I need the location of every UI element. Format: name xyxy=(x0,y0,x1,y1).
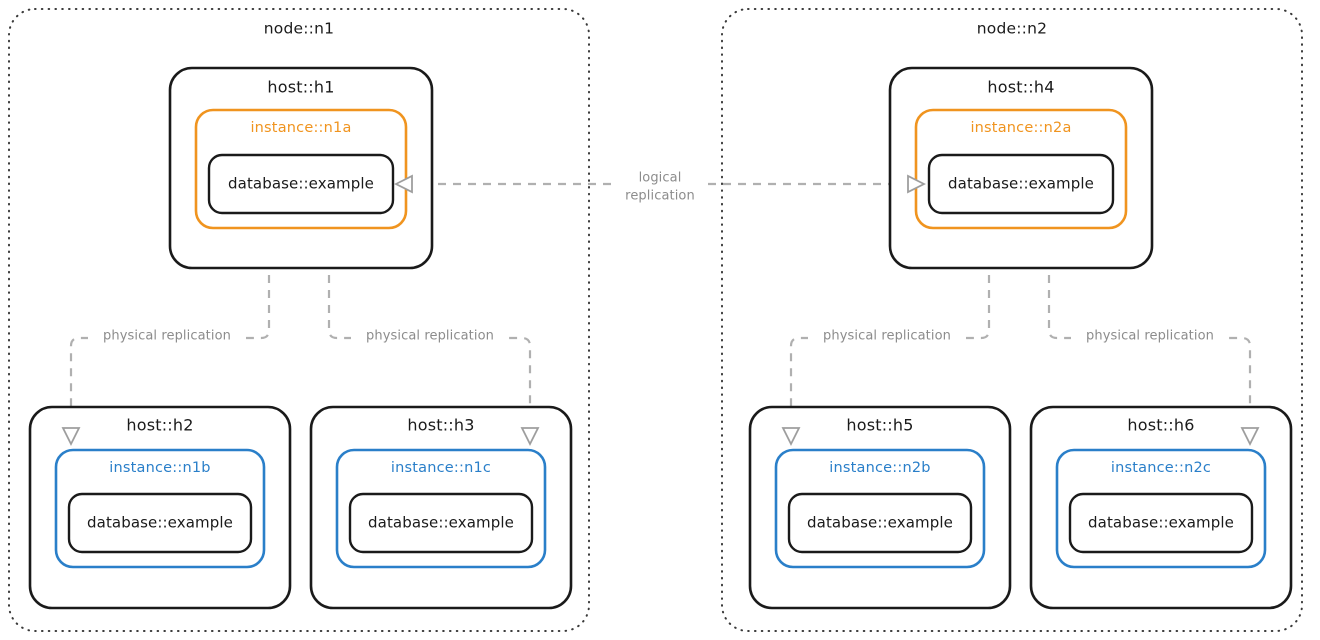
edge-physical-n1a-n1b-label: physical replication xyxy=(103,329,231,344)
edge-logical-label-line2: replication xyxy=(625,189,695,204)
arrowhead-into-h2 xyxy=(61,427,81,447)
edge-physical-n2a-n2b-label-bg xyxy=(808,327,966,344)
host-box-h4[interactable]: host::h4 instance::n2a database::example xyxy=(888,66,1154,270)
edge-physical-n1a-n1b-path xyxy=(69,245,271,432)
host-box-h6[interactable]: host::h6 instance::n2c database::example xyxy=(1029,405,1293,610)
database-n1c-frame[interactable] xyxy=(348,492,534,554)
database-n1c-label: database::example xyxy=(368,514,514,532)
instance-n1c-label: instance::n1c xyxy=(391,460,491,476)
edge-physical-n1a-n1c-label: physical replication xyxy=(366,329,494,344)
edge-physical-n1a-n1c-path xyxy=(327,245,532,432)
database-n2c-frame[interactable] xyxy=(1068,492,1254,554)
arrowhead-into-h3 xyxy=(520,427,540,447)
node-group-n1[interactable]: node::n1 xyxy=(8,8,590,632)
instance-n1b-label: instance::n1b xyxy=(109,460,210,476)
node-n2-label: node::n2 xyxy=(977,20,1047,38)
edge-physical-n2a-n2c-label-bg xyxy=(1071,327,1229,344)
edge-physical-n1a-n1b-label-bg xyxy=(88,327,246,344)
arrowhead-logical-into-n1a xyxy=(393,174,413,194)
database-n1b-frame[interactable] xyxy=(67,492,253,554)
arrowhead-logical-into-n2a xyxy=(907,174,927,194)
database-n1a-label: database::example xyxy=(228,175,374,193)
instance-n2b-label: instance::n2b xyxy=(829,460,930,476)
database-n1a-frame[interactable] xyxy=(207,153,395,215)
host-box-h2[interactable]: host::h2 instance::n1b database::example xyxy=(28,405,292,610)
instance-n1b-frame[interactable] xyxy=(54,448,266,569)
instance-n2b-frame[interactable] xyxy=(774,448,986,569)
host-h3-label: host::h3 xyxy=(407,416,474,435)
database-n2a-label: database::example xyxy=(948,175,1094,193)
database-n2b-frame[interactable] xyxy=(787,492,973,554)
host-box-h3[interactable]: host::h3 instance::n1c database::example xyxy=(309,405,573,610)
host-h6-label: host::h6 xyxy=(1127,416,1194,435)
instance-n1a-label: instance::n1a xyxy=(250,120,351,136)
host-h4-label: host::h4 xyxy=(987,78,1054,97)
host-h5-label: host::h5 xyxy=(846,416,913,435)
host-h1-label: host::h1 xyxy=(267,78,334,97)
database-n2b-label: database::example xyxy=(807,514,953,532)
node-group-n2[interactable]: node::n2 xyxy=(721,8,1303,632)
node-n2-frame xyxy=(721,8,1303,632)
instance-n2c-frame[interactable] xyxy=(1055,448,1267,569)
edge-logical-label-line1: logical xyxy=(639,171,682,186)
instance-n2a-label: instance::n2a xyxy=(970,120,1071,136)
instance-n2c-label: instance::n2c xyxy=(1111,460,1211,476)
host-box-h5[interactable]: host::h5 instance::n2b database::example xyxy=(748,405,1012,610)
edge-physical-n2a-n2b-label: physical replication xyxy=(823,329,951,344)
database-n2a-frame[interactable] xyxy=(927,153,1115,215)
arrowhead-into-h6 xyxy=(1240,427,1260,447)
edge-logical-label-bg xyxy=(614,166,706,202)
edge-physical-n2a-n2c-label: physical replication xyxy=(1086,329,1214,344)
host-box-h1[interactable]: host::h1 instance::n1a database::example xyxy=(168,66,434,270)
database-n2c-label: database::example xyxy=(1088,514,1234,532)
edge-logical-n1-n2[interactable]: logical replication xyxy=(393,166,927,204)
edge-physical-n2a-n2b-path xyxy=(789,245,991,432)
instance-n1a-frame[interactable] xyxy=(194,108,408,230)
arrowhead-into-h5 xyxy=(781,427,801,447)
instance-n1c-frame[interactable] xyxy=(335,448,547,569)
host-h2-label: host::h2 xyxy=(126,416,193,435)
edge-physical-n2a-n2c-path xyxy=(1047,245,1252,432)
node-n1-frame xyxy=(8,8,590,632)
database-n1b-label: database::example xyxy=(87,514,233,532)
edge-physical-n1a-n1c-label-bg xyxy=(351,327,509,344)
instance-n2a-frame[interactable] xyxy=(914,108,1128,230)
node-n1-label: node::n1 xyxy=(264,20,334,38)
